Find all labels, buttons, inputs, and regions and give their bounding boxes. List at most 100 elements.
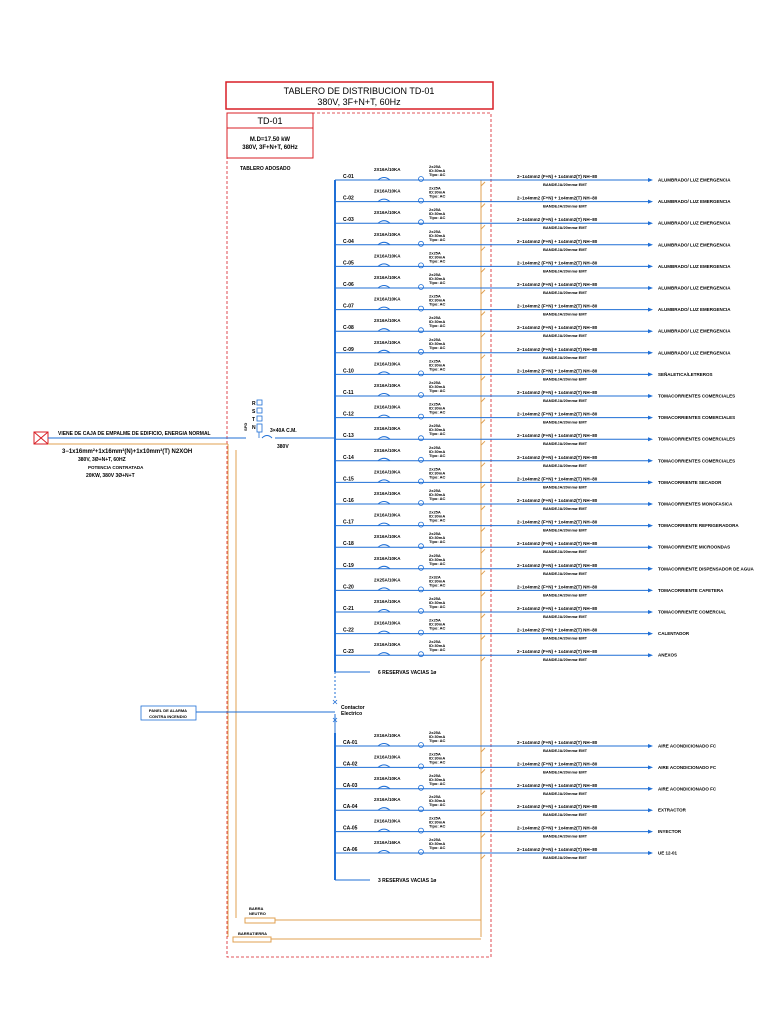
differential-rating: 2x25A: [429, 358, 441, 363]
differential-sensitivity: ID:30mA: [429, 319, 445, 324]
feed-note: VIENE DE CAJA DE EMPALME DE EDIFICIO, EN…: [58, 431, 211, 437]
circuit-cable: 2−1x4mm2 (F+N) + 1x4mm2(T) NH−80: [517, 412, 598, 417]
differential-icon: [418, 478, 424, 485]
circuit-conduit: BANDEJA/20mmø EMT: [543, 355, 588, 360]
differential-rating: 2x25A: [429, 751, 441, 756]
circuit-id: C-17: [343, 520, 354, 526]
circuit-breaker-rating: 2X16A/10KA: [374, 448, 401, 453]
differential-rating: 2x25A: [429, 730, 441, 735]
circuit-cable: 2−1x4mm2 (F+N) + 1x4mm2(T) NH−80: [517, 563, 598, 568]
differential-rating: 2x25A: [429, 294, 441, 299]
circuit-cable: 2−1x4mm2 (F+N) + 1x4mm2(T) NH−80: [517, 368, 598, 373]
ground-tap-icon: [480, 505, 486, 511]
circuit-breaker-rating: 2X16A/10KA: [374, 819, 401, 824]
circuit-load: ALUMBRADO/ LUZ EMERGENCIA: [658, 307, 731, 312]
differential-sensitivity: ID:30mA: [429, 841, 445, 846]
differential-type: Tipo: AC: [429, 824, 446, 829]
feed-power-value: 20KW, 380V 3Ø+N+T: [86, 473, 135, 479]
breaker-icon: [377, 414, 391, 418]
feed-cable: 3−1x16mm²+1x16mm²(N)+1x10mm²(T) N2XOH: [62, 448, 192, 455]
differential-type: Tipo: AC: [429, 237, 446, 242]
circuit-cable: 2−1x4mm2 (F+N) + 1x4mm2(T) NH−80: [517, 390, 598, 395]
circuit-id: CA-04: [343, 804, 358, 810]
ground-tap-icon: [480, 203, 486, 208]
circuit-load: UE 12-01: [658, 851, 678, 856]
reserves-1-label: 6 RESERVAS VACIAS 1ø: [378, 670, 437, 676]
differential-rating: 2x25A: [429, 639, 441, 644]
differential-rating: 2x25A: [429, 596, 441, 601]
differential-sensitivity: ID:30mA: [429, 233, 445, 238]
circuit-load: AIRE ACONDICIONADO FC: [658, 765, 717, 770]
ground-tap-icon: [480, 570, 486, 576]
differential-icon: [418, 608, 424, 614]
circuit-arrow-icon: [648, 350, 653, 355]
differential-type: Tipo: AC: [429, 647, 446, 652]
circuit-id: C-20: [343, 584, 354, 590]
circuit-conduit: BANDEJA/20mmø EMT: [543, 549, 588, 554]
breaker-icon: [377, 328, 391, 332]
circuit-id: CA-05: [343, 826, 358, 832]
circuit-cable: 2−1x4mm2 (F+N) + 1x4mm2(T) NH−80: [517, 761, 598, 766]
differential-sensitivity: ID:30mA: [429, 755, 445, 760]
circuit-conduit: BANDEJA/20mmø EMT: [543, 333, 588, 338]
differential-icon: [418, 413, 424, 420]
differential-sensitivity: ID:30mA: [429, 427, 445, 432]
circuit-conduit: BANDEJA/20mmø EMT: [543, 769, 588, 774]
circuit-id: C-04: [343, 239, 354, 245]
ground-tap-icon: [480, 484, 486, 489]
circuit-load: AIRE ACONDICIONADO FC: [658, 744, 717, 749]
breaker-icon: [377, 220, 391, 224]
differential-icon: [418, 262, 424, 269]
circuit-conduit: BANDEJA/20mmø EMT: [543, 748, 588, 753]
differential-sensitivity: ID:30mA: [429, 276, 445, 281]
circuit-id: CA-01: [343, 740, 358, 746]
circuit-load: TOMACORRIENTES COMERCIALES: [658, 415, 735, 420]
circuit-conduit: BANDEJA/20mmø EMT: [543, 312, 588, 317]
circuit-cable: 2−1x4mm2 (F+N) + 1x4mm2(T) NH−80: [517, 498, 598, 503]
circuit-conduit: BANDEJA/20mmø EMT: [543, 376, 588, 381]
ground-tap-icon: [480, 181, 486, 187]
differential-type: Tipo: AC: [429, 302, 446, 307]
breaker-icon: [377, 609, 391, 613]
circuit-cable: 2−1x4mm2 (F+N) + 1x4mm2(T) NH−80: [517, 239, 598, 244]
differential-rating: 2x25A: [429, 207, 441, 212]
differential-type: Tipo: AC: [429, 258, 446, 263]
circuit-arrow-icon: [648, 458, 653, 463]
differential-icon: [418, 284, 424, 290]
ground-tap-icon: [480, 527, 486, 532]
differential-rating: 2x25A: [429, 466, 441, 471]
ground-tap-icon: [480, 811, 486, 817]
phase-label-r: R: [252, 401, 256, 407]
breaker-icon: [377, 587, 391, 591]
differential-rating: 2x25A: [429, 337, 441, 342]
neutral-label: N: [252, 425, 256, 431]
differential-rating: 2x25A: [429, 837, 441, 842]
circuit-cable: 2−1x4mm2 (F+N) + 1x4mm2(T) NH−80: [517, 628, 598, 633]
differential-sensitivity: ID:30mA: [429, 449, 445, 454]
circuit-cable: 2−1x4mm2 (F+N) + 1x4mm2(T) NH−80: [517, 520, 598, 525]
circuit-arrow-icon: [648, 851, 653, 855]
breaker-icon: [377, 764, 391, 768]
differential-icon: [418, 435, 424, 442]
circuit-load: INYECTOR: [658, 829, 682, 834]
circuit-id: C-09: [343, 347, 354, 353]
circuit-conduit: BANDEJA/20mmø EMT: [543, 855, 588, 860]
breaker-icon: [377, 630, 391, 634]
differential-sensitivity: ID:30mA: [429, 600, 445, 605]
circuit-breaker-rating: 2X25A/10KA: [374, 577, 401, 582]
differential-rating: 2x25A: [429, 402, 441, 407]
circuit-arrow-icon: [648, 178, 653, 182]
circuit-id: C-19: [343, 563, 354, 569]
differential-sensitivity: ID:30mA: [429, 384, 445, 389]
circuit-breaker-rating: 2X16A/10KA: [374, 491, 401, 496]
fire-panel-line1: PANEL DE ALARMA: [149, 708, 187, 713]
circuit-arrow-icon: [648, 307, 653, 312]
breaker-icon: [377, 177, 391, 181]
circuit-arrow-icon: [648, 199, 653, 204]
circuit-conduit: BANDEJA/20mmø EMT: [543, 420, 588, 425]
circuit-load: TOMACORRIENTE DISPENSADOR DE AGUA: [658, 566, 755, 571]
ground-tap-icon: [480, 747, 486, 753]
spd-device: R S T N SPD: [243, 399, 263, 438]
mounting-label: TABLERO ADOSADO: [240, 166, 291, 172]
differential-icon: [418, 629, 424, 636]
